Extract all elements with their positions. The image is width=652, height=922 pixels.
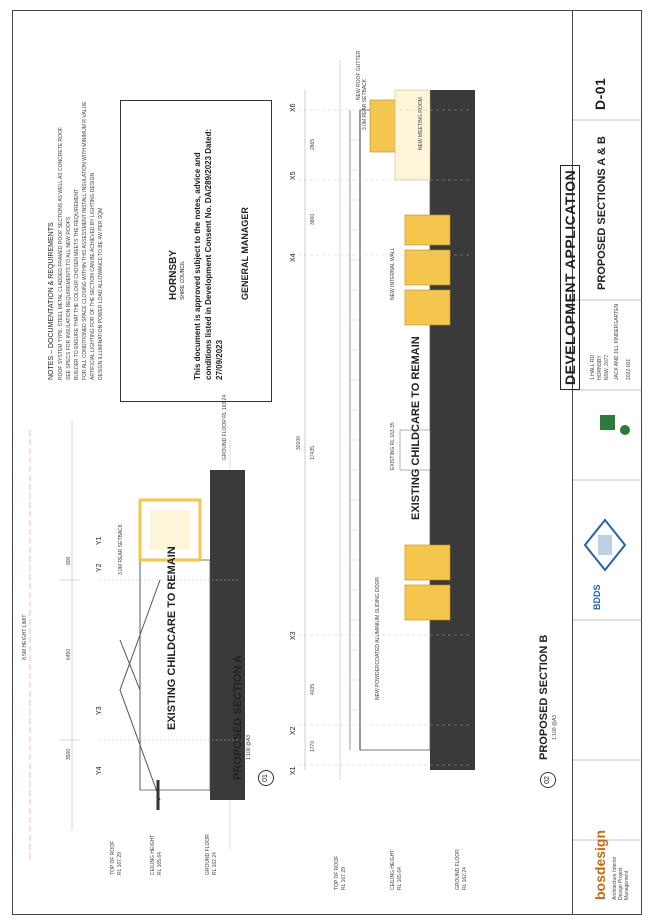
level-rl: RL 167.29 xyxy=(341,867,347,890)
section-a-drawing xyxy=(29,420,245,860)
level-top-of-roof: TOP OF ROOF xyxy=(110,840,116,875)
level-top-of-roof: TOP OF ROOF xyxy=(334,855,340,890)
annotation-roof-gutter: NEW ROOF GUTTER xyxy=(356,50,362,100)
dim-2865: 2865 xyxy=(310,138,316,150)
meeting-room-label: NEW MEETING ROOM xyxy=(418,97,424,150)
annotation-existing-rl: EXISTING RL 163.35 xyxy=(390,422,396,470)
bdds-logo-mark xyxy=(583,518,627,572)
project-address-line2: HORNSBY xyxy=(597,355,603,380)
level-ceiling: CEILING HEIGHT xyxy=(150,834,156,875)
stamp-council-sub: SHIRE COUNCIL xyxy=(180,260,186,300)
annotation-sliding-door: NEW POWDERCOATED ALUMINIUM SLIDING DOOR xyxy=(375,577,381,700)
note-item: ARTIFICIAL LIGHTING FOR OF THE SECTION C… xyxy=(90,172,96,380)
project-address-line1: 1 HALL RD xyxy=(590,354,596,380)
grid-x1: X1 xyxy=(290,766,297,775)
stamp-approval-text: This document is approved subject to the… xyxy=(193,128,224,380)
dim-4035: 4035 xyxy=(310,683,316,695)
dim-3860: 3860 xyxy=(310,213,316,225)
dim-3500: 3500 xyxy=(66,748,72,760)
green-logo-mark xyxy=(600,415,630,435)
status-banner: DEVELOPMENT APPLICATION xyxy=(560,164,580,390)
sheet-border xyxy=(12,10,642,915)
dim-6450: 6450 xyxy=(66,648,72,660)
dim-17435: 17435 xyxy=(310,446,316,460)
level-rl: RL 165.64 xyxy=(397,867,403,890)
note-item: BUILDER TO ENSURE THAT THE COLOUR CHOSEN… xyxy=(74,188,80,380)
annotation-rear-setback: 3.0M REAR SETBACK xyxy=(362,78,368,130)
level-rl: RL 162.24 xyxy=(462,867,468,890)
section-a-scale: 1:100 @A3 xyxy=(246,734,252,760)
dim-overall: 30100 xyxy=(296,436,302,450)
grid-y3: Y3 xyxy=(96,706,103,715)
annotation-ground-floor: GROUND FLOOR RL 163.24 xyxy=(222,394,228,460)
architect-logo: bosdesign xyxy=(592,829,608,900)
annotation-internal-wall: NEW INTERNAL WALL xyxy=(390,247,396,300)
note-item: ROOF SYSTEM TYPE: STEEL METAL CLADDED FR… xyxy=(58,127,64,380)
level-rl: RL 167.29 xyxy=(117,852,123,875)
level-ground-floor: GROUND FLOOR xyxy=(205,834,211,875)
grid-x5: X5 xyxy=(290,171,297,180)
project-job-no: 2022-001 xyxy=(626,358,632,380)
level-ground-floor: GROUND FLOOR xyxy=(455,849,461,890)
note-item: DESIGN ILLUMINATION POWER LOAD ALLOWANCE… xyxy=(98,207,104,380)
section-b-scale: 1:100 @A3 xyxy=(552,714,558,740)
sheet-title: PROPOSED SECTIONS A & B xyxy=(596,136,608,290)
drawing-number: D-01 xyxy=(592,77,608,110)
grid-x6: X6 xyxy=(290,103,297,112)
stamp-council-name: HORNSBY xyxy=(168,249,179,300)
level-rl: RL 162.24 xyxy=(212,852,218,875)
project-client: JACK AND JILL KINDERGARTEN xyxy=(614,303,620,380)
note-item: FOR ALL CONDITIONED SPACE CLOSING WITHIN… xyxy=(82,101,88,380)
council-approval-stamp xyxy=(120,100,272,402)
level-ceiling: CEILING HEIGHT xyxy=(390,849,396,890)
section-b-room-label: EXISTING CHILDCARE TO REMAIN xyxy=(410,336,422,520)
section-a-number: 01 xyxy=(258,770,274,786)
dim-1770: 1770 xyxy=(310,740,316,752)
certifier-logo-text: BDDS xyxy=(592,584,602,610)
annotation-rear-setback: 3.0M REAR SETBACK xyxy=(118,523,124,575)
section-b-title: PROPOSED SECTION B xyxy=(538,634,550,760)
architect-logo-sub: Architecture Interior Design Project Man… xyxy=(612,856,630,900)
notes-heading: NOTES – DOCUMENTATION & REQUIREMENTS xyxy=(48,222,55,380)
grid-x3: X3 xyxy=(290,631,297,640)
grid-x4: X4 xyxy=(290,253,297,262)
dim-900: 900 xyxy=(66,556,72,565)
title-block xyxy=(572,10,643,915)
grid-y1: Y1 xyxy=(96,536,103,545)
annotation-height-limit: 8.5M HEIGHT LIMIT xyxy=(22,614,28,660)
level-rl: RL 165.64 xyxy=(157,852,163,875)
section-a-room-label: EXISTING CHILDCARE TO REMAIN xyxy=(166,546,178,730)
section-b-drawing xyxy=(298,60,475,780)
section-a-title: PROPOSED SECTION A xyxy=(232,655,244,780)
project-address-line3: NSW, 2077 xyxy=(604,354,610,380)
grid-y2: Y2 xyxy=(96,563,103,572)
grid-x2: X2 xyxy=(290,726,297,735)
note-item: SEE SPECS FOR INSULATION REQUIREMENTS TO… xyxy=(66,216,72,380)
section-b-number: 02 xyxy=(540,772,556,788)
grid-y4: Y4 xyxy=(96,766,103,775)
stamp-signatory: GENERAL MANAGER xyxy=(240,207,250,300)
